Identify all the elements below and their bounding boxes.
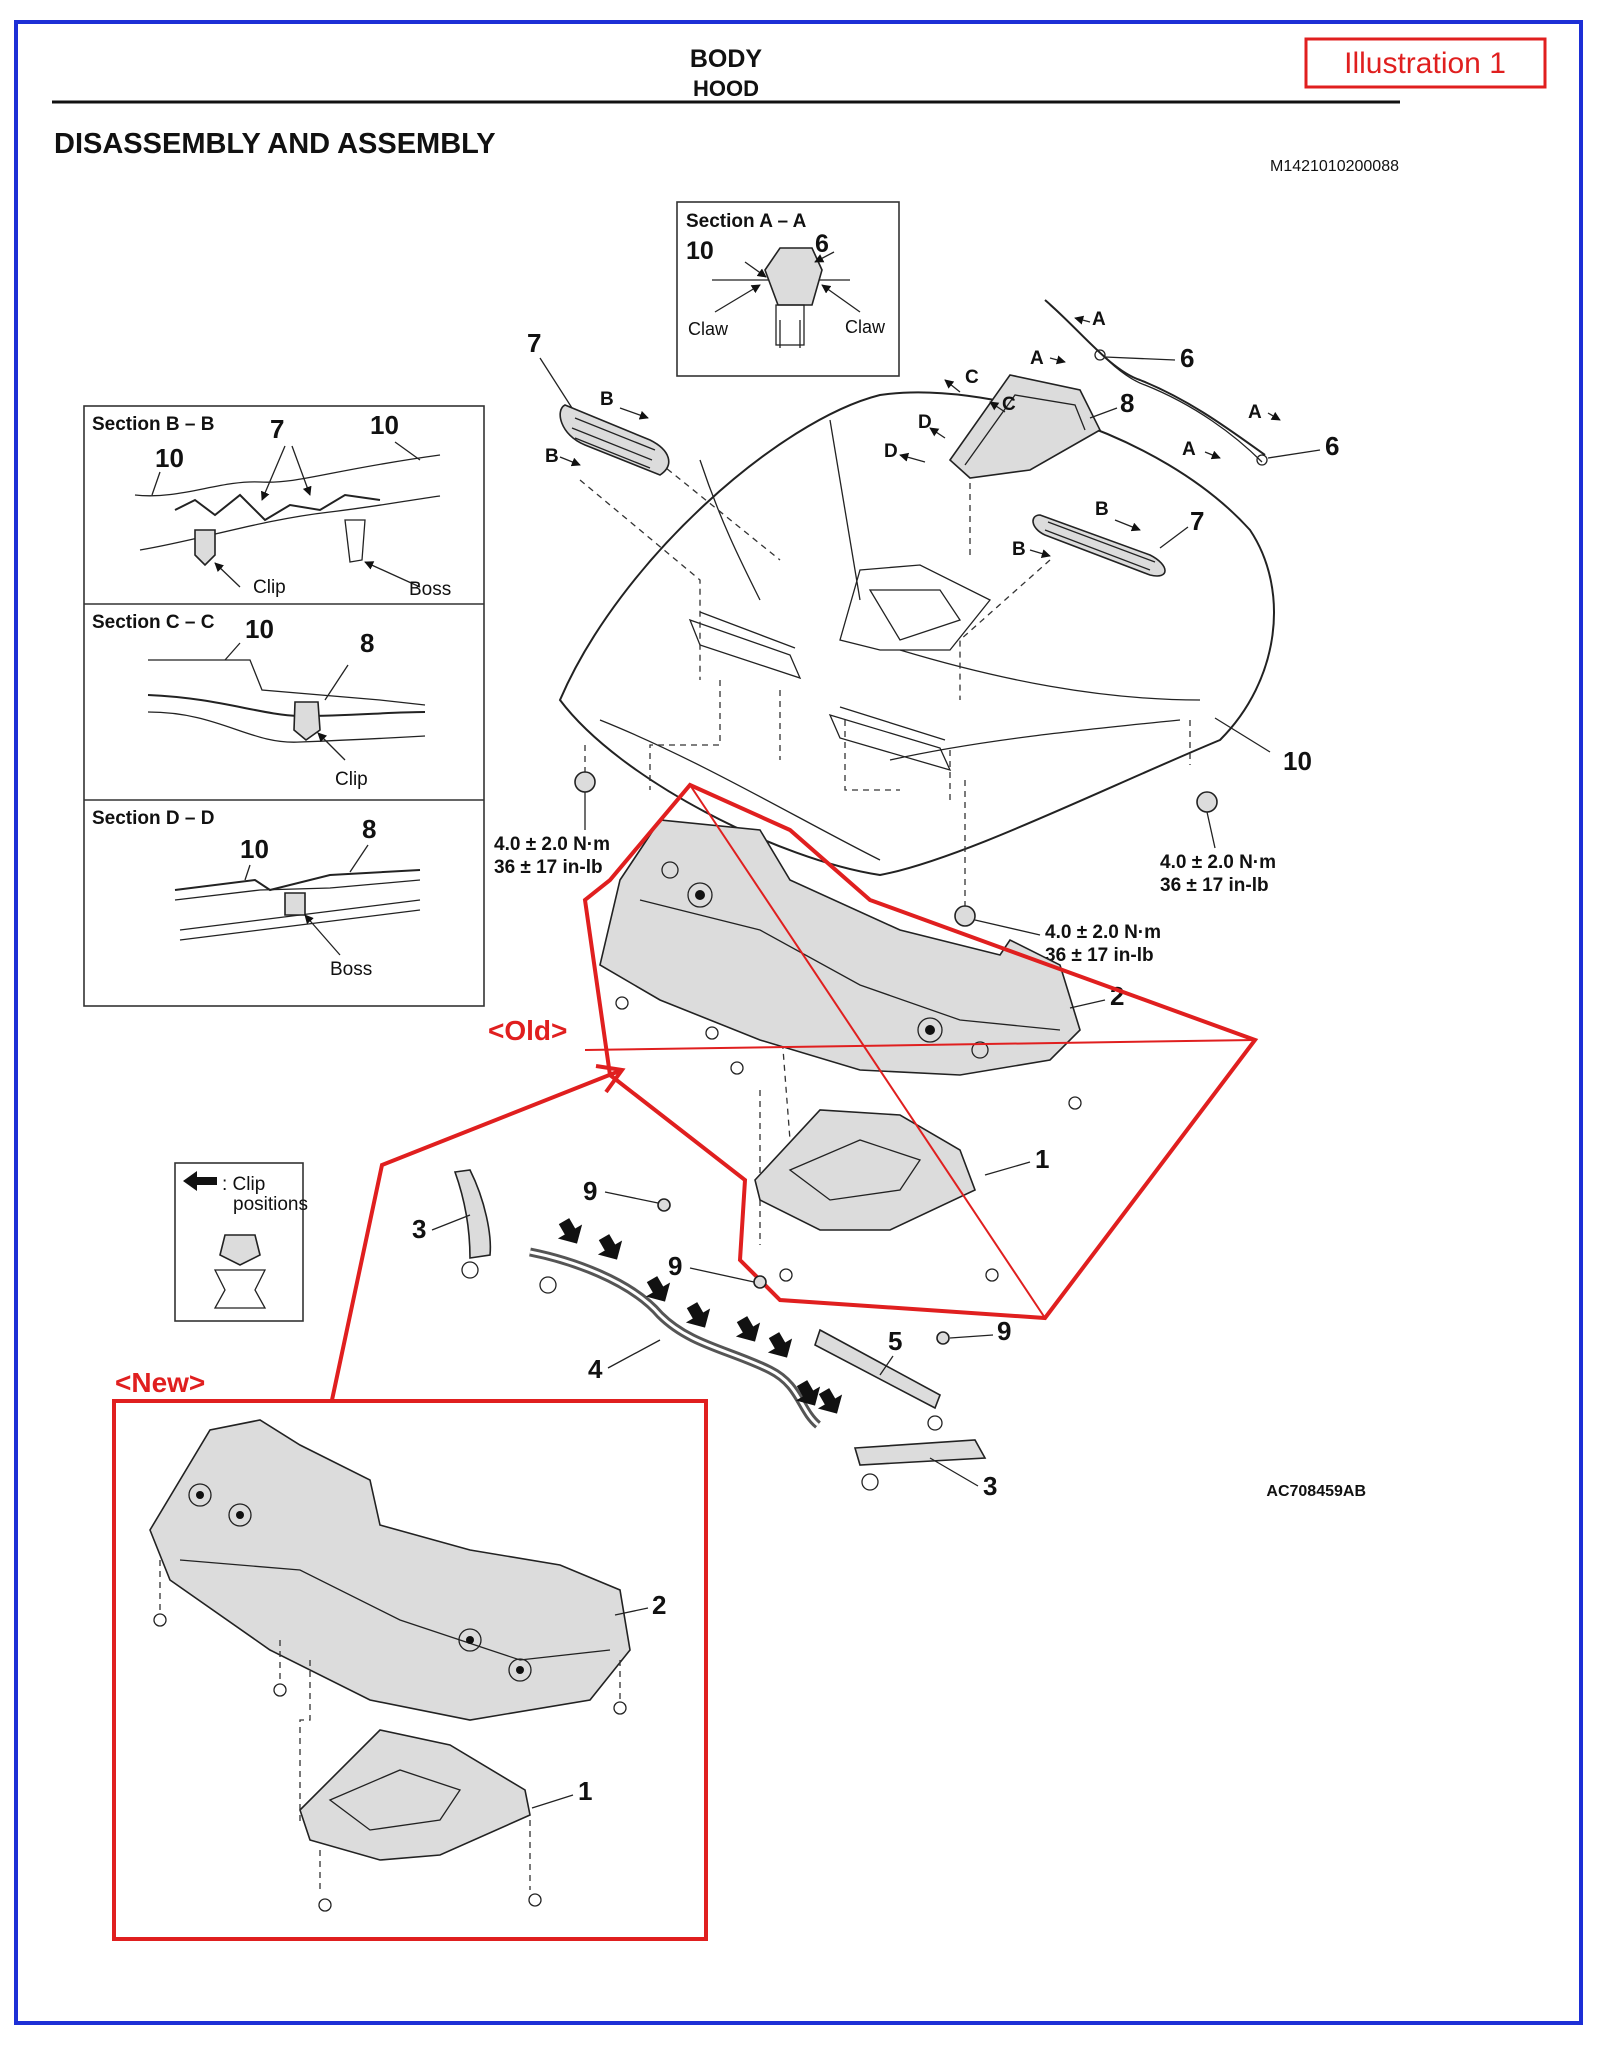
view-arrow-c1: C <box>965 367 979 388</box>
header-subcategory: HOOD <box>693 76 759 101</box>
clip-icon <box>219 1234 261 1266</box>
clip-position-markers <box>557 1218 843 1414</box>
part-7-right: 7 B B <box>1012 499 1204 577</box>
part-7-left: 7 B B <box>527 328 670 476</box>
page-frame <box>14 20 1583 2025</box>
torque-right-inlb: 36 ± 17 in-lb <box>1160 875 1269 896</box>
view-arrow-a4: A <box>1182 439 1196 460</box>
figure-code: AC708459AB <box>1266 1483 1366 1500</box>
new-old-connector <box>330 1064 626 1401</box>
part-6-seal: 6 6 A A A A <box>1030 299 1339 466</box>
section-aa-claw-right: Claw <box>845 317 886 337</box>
doc-code: M1421010200088 <box>1270 158 1399 175</box>
section-cc-callout-10: 10 <box>245 614 274 644</box>
hood-panel: 10 <box>558 391 1312 877</box>
callout-8: 8 <box>1120 388 1134 418</box>
section-dd-callout-10: 10 <box>240 834 269 864</box>
guide-lines <box>579 450 1191 1245</box>
section-bb-title: Section B – B <box>92 414 214 435</box>
section-cc-callout-8: 8 <box>360 628 374 658</box>
illustration-tag: Illustration 1 <box>1344 47 1506 80</box>
clip-arrow-icon <box>183 1171 217 1191</box>
page-title: DISASSEMBLY AND ASSEMBLY <box>54 128 496 160</box>
header-category: BODY <box>690 45 763 73</box>
view-arrow-c2: C <box>1002 394 1016 415</box>
section-bb-boss-label: Boss <box>409 579 451 600</box>
view-arrow-d2: D <box>884 441 898 462</box>
section-bb-callout-10b: 10 <box>155 443 184 473</box>
old-clips <box>615 996 1082 1282</box>
callout-9b: 9 <box>668 1251 682 1281</box>
view-arrow-b3: B <box>1095 499 1109 520</box>
callout-6a: 6 <box>1180 343 1194 373</box>
torque-right-nm: 4.0 ± 2.0 N·m <box>1160 852 1276 873</box>
torque-left: 4.0 ± 2.0 N·m 36 ± 17 in-lb <box>494 771 610 878</box>
section-bcd-insets: Section B – B 7 10 10 Clip Boss Section … <box>83 405 485 1007</box>
new-label: <New> <box>115 1367 205 1398</box>
view-arrow-b1: B <box>600 389 614 410</box>
section-bb-callout-10a: 10 <box>370 410 399 440</box>
view-arrow-a1: A <box>1092 309 1106 330</box>
callout-7a: 7 <box>527 328 541 358</box>
clip-legend: : Clip positions <box>174 1162 308 1322</box>
callout-3a: 3 <box>412 1214 426 1244</box>
view-arrow-d1: D <box>918 412 932 433</box>
part-3-upper: 3 <box>412 1169 492 1279</box>
callout-9c: 9 <box>997 1316 1011 1346</box>
callout-old-1: 1 <box>1035 1144 1049 1174</box>
callout-5: 5 <box>888 1326 902 1356</box>
callout-7b: 7 <box>1190 506 1204 536</box>
section-bb-clip-label: Clip <box>253 577 286 598</box>
new-callout-2: 2 <box>652 1590 666 1620</box>
section-aa-callout-6: 6 <box>815 230 829 258</box>
view-arrow-b2: B <box>545 446 559 467</box>
illustration-tag-box <box>1304 37 1547 89</box>
callout-4: 4 <box>588 1354 603 1384</box>
section-aa-claw-left: Claw <box>688 319 729 339</box>
section-bb-callout-7: 7 <box>270 414 284 444</box>
part-4-rail: 4 <box>529 1247 822 1429</box>
part-9-nuts: 9 9 9 <box>583 1176 1011 1346</box>
view-arrow-b4: B <box>1012 539 1026 560</box>
view-arrow-a3: A <box>1248 402 1262 423</box>
section-cc-clip-label: Clip <box>335 769 368 790</box>
callout-6b: 6 <box>1325 431 1339 461</box>
section-aa-callout-10: 10 <box>686 237 714 265</box>
section-cc-title: Section C – C <box>92 612 215 633</box>
torque-left-inlb: 36 ± 17 in-lb <box>494 857 603 878</box>
part-8-scoop: 8 C C D D <box>884 367 1134 479</box>
clip-legend-positions: positions <box>233 1194 308 1215</box>
torque-center-nm: 4.0 ± 2.0 N·m <box>1045 922 1161 943</box>
torque-center-inlb: 36 ± 17 in-lb <box>1045 945 1154 966</box>
callout-10: 10 <box>1283 746 1312 776</box>
section-aa-title: Section A – A <box>686 211 807 232</box>
torque-right: 4.0 ± 2.0 N·m 36 ± 17 in-lb <box>1160 791 1276 896</box>
new-callout-1: 1 <box>578 1776 592 1806</box>
new-part-1 <box>299 1729 531 1861</box>
section-dd-boss-label: Boss <box>330 959 372 980</box>
new-parts-box: <New> 2 1 <box>112 1367 708 1941</box>
old-label: <Old> <box>488 1015 567 1046</box>
section-aa-inset: Section A – A 10 6 Claw Claw <box>676 201 900 377</box>
clip-legend-label: : Clip <box>222 1174 265 1195</box>
section-dd-callout-8: 8 <box>362 814 376 844</box>
section-dd-title: Section D – D <box>92 808 214 829</box>
new-part-2 <box>149 1419 631 1721</box>
old-part-1-undercover: 1 <box>754 1109 1049 1231</box>
callout-3b: 3 <box>983 1471 997 1501</box>
part-5-strip: 5 <box>814 1326 943 1431</box>
view-arrow-a2: A <box>1030 348 1044 369</box>
callout-old-2: 2 <box>1110 981 1124 1011</box>
torque-center: 4.0 ± 2.0 N·m 36 ± 17 in-lb <box>954 905 1161 966</box>
torque-left-nm: 4.0 ± 2.0 N·m <box>494 834 610 855</box>
part-3-lower: 3 <box>853 1439 997 1501</box>
callout-9a: 9 <box>583 1176 597 1206</box>
